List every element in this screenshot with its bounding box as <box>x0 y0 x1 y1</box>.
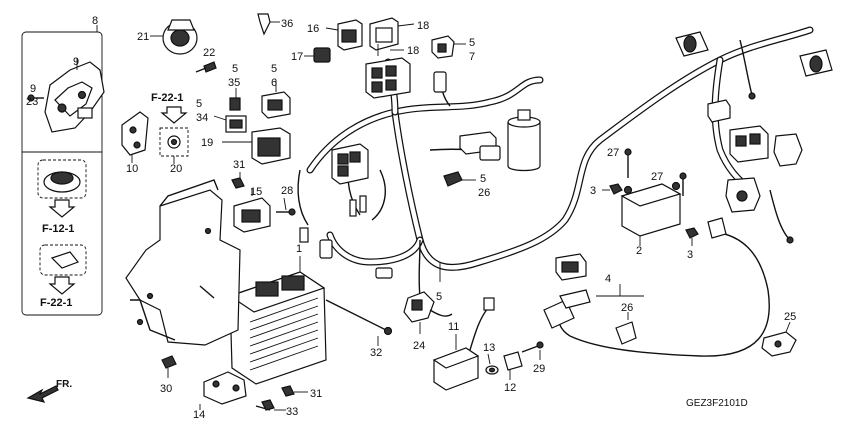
part-26-clip-mid <box>443 171 476 187</box>
ref-f22-top: F-22-1 <box>151 92 183 104</box>
part-canister <box>507 109 541 172</box>
part-22-bolt <box>195 61 217 73</box>
callout-26a: 26 <box>478 187 490 199</box>
callout-30: 30 <box>160 383 172 395</box>
callout-16: 16 <box>307 23 319 35</box>
callout-34: 34 <box>196 112 208 124</box>
part-35-connector <box>229 88 241 111</box>
callout-21: 21 <box>137 31 149 43</box>
callout-29: 29 <box>533 363 545 375</box>
part-13-collar <box>485 353 499 375</box>
part-18-relay <box>369 17 415 56</box>
callout-27b: 27 <box>651 171 663 183</box>
callout-14: 14 <box>193 409 205 421</box>
callout-6: 6 <box>271 77 277 89</box>
part-28-bolt <box>276 197 296 216</box>
part-34-relay <box>213 115 247 133</box>
part-17-connector <box>304 47 331 63</box>
callout-8: 8 <box>92 15 98 27</box>
part-4-26-bracket <box>596 284 644 345</box>
callout-27a: 27 <box>607 147 619 159</box>
part-29-bolt <box>521 341 544 360</box>
part-21-horn <box>150 19 198 55</box>
callout-1: 1 <box>296 243 302 255</box>
callout-25: 25 <box>784 311 796 323</box>
callout-5e: 5 <box>436 291 442 303</box>
callout-4: 4 <box>605 273 611 285</box>
harness-connectors <box>299 31 833 281</box>
diagram-code: GEZ3F2101D <box>686 398 748 409</box>
inset-panel <box>21 25 105 316</box>
part-7-connector <box>431 35 466 59</box>
callout-11: 11 <box>448 321 459 333</box>
callout-3b: 3 <box>687 249 693 261</box>
part-spark-cable <box>543 217 770 357</box>
callout-17: 17 <box>291 51 303 63</box>
part-bracket-frame <box>125 179 241 346</box>
callout-9b: 9 <box>30 83 36 95</box>
callout-24: 24 <box>413 340 425 352</box>
callout-10: 10 <box>126 163 138 175</box>
callout-36: 36 <box>281 18 293 30</box>
part-14-bracket <box>199 371 247 410</box>
part-1-ecu <box>228 256 327 385</box>
callout-22: 22 <box>203 47 215 59</box>
callout-33: 33 <box>286 406 298 418</box>
part-31-bolt-top <box>231 172 245 189</box>
ref-f12: F-12-1 <box>42 223 74 235</box>
part-32-bolt <box>325 299 393 346</box>
callout-31b: 31 <box>310 388 322 400</box>
part-36-clip <box>257 13 280 36</box>
part-27-bolts <box>624 148 687 196</box>
callout-3a: 3 <box>590 185 596 197</box>
part-10-bracket <box>121 111 149 163</box>
callout-5c: 5 <box>196 98 202 110</box>
part-2-ignition-coil <box>620 181 682 246</box>
part-33-bolt <box>255 399 286 411</box>
callout-5d: 5 <box>480 173 486 185</box>
part-30-bolt <box>161 355 177 378</box>
callout-5b: 5 <box>232 63 238 75</box>
callout-31a: 31 <box>233 159 245 171</box>
direction-arrow-icon <box>26 385 59 403</box>
part-12-grommet <box>503 351 523 380</box>
part-19-fuse-box <box>222 127 291 165</box>
callout-5a: 5 <box>469 37 475 49</box>
part-6-connector <box>261 80 291 119</box>
callout-32: 32 <box>370 347 382 359</box>
part-15-connector <box>233 188 271 233</box>
main-wire-harness <box>297 26 814 297</box>
callout-23: 23 <box>26 96 38 108</box>
part-25-clamp <box>761 321 797 357</box>
callout-13: 13 <box>483 342 495 354</box>
callout-35: 35 <box>228 77 240 89</box>
part-3-nuts <box>602 183 699 246</box>
callout-9a: 9 <box>73 56 79 68</box>
part-16-relay <box>325 19 363 51</box>
callout-15: 15 <box>250 186 262 198</box>
callout-28: 28 <box>281 185 293 197</box>
callout-7: 7 <box>469 51 475 63</box>
part-11-regulator <box>432 297 495 391</box>
ref-arrow-up <box>160 106 188 124</box>
callout-2: 2 <box>636 245 642 257</box>
callout-19: 19 <box>201 137 213 149</box>
ref-f22-bottom: F-22-1 <box>40 297 72 309</box>
callout-26b: 26 <box>621 302 633 314</box>
direction-label: FR. <box>56 379 72 390</box>
callout-18b: 18 <box>407 45 419 57</box>
callout-6a: 5 <box>271 63 277 75</box>
part-24-sensor <box>403 291 453 334</box>
part-31-bolt-bottom <box>281 385 308 397</box>
callout-12: 12 <box>504 382 516 394</box>
callout-18a: 18 <box>417 20 429 32</box>
callout-20: 20 <box>170 163 182 175</box>
